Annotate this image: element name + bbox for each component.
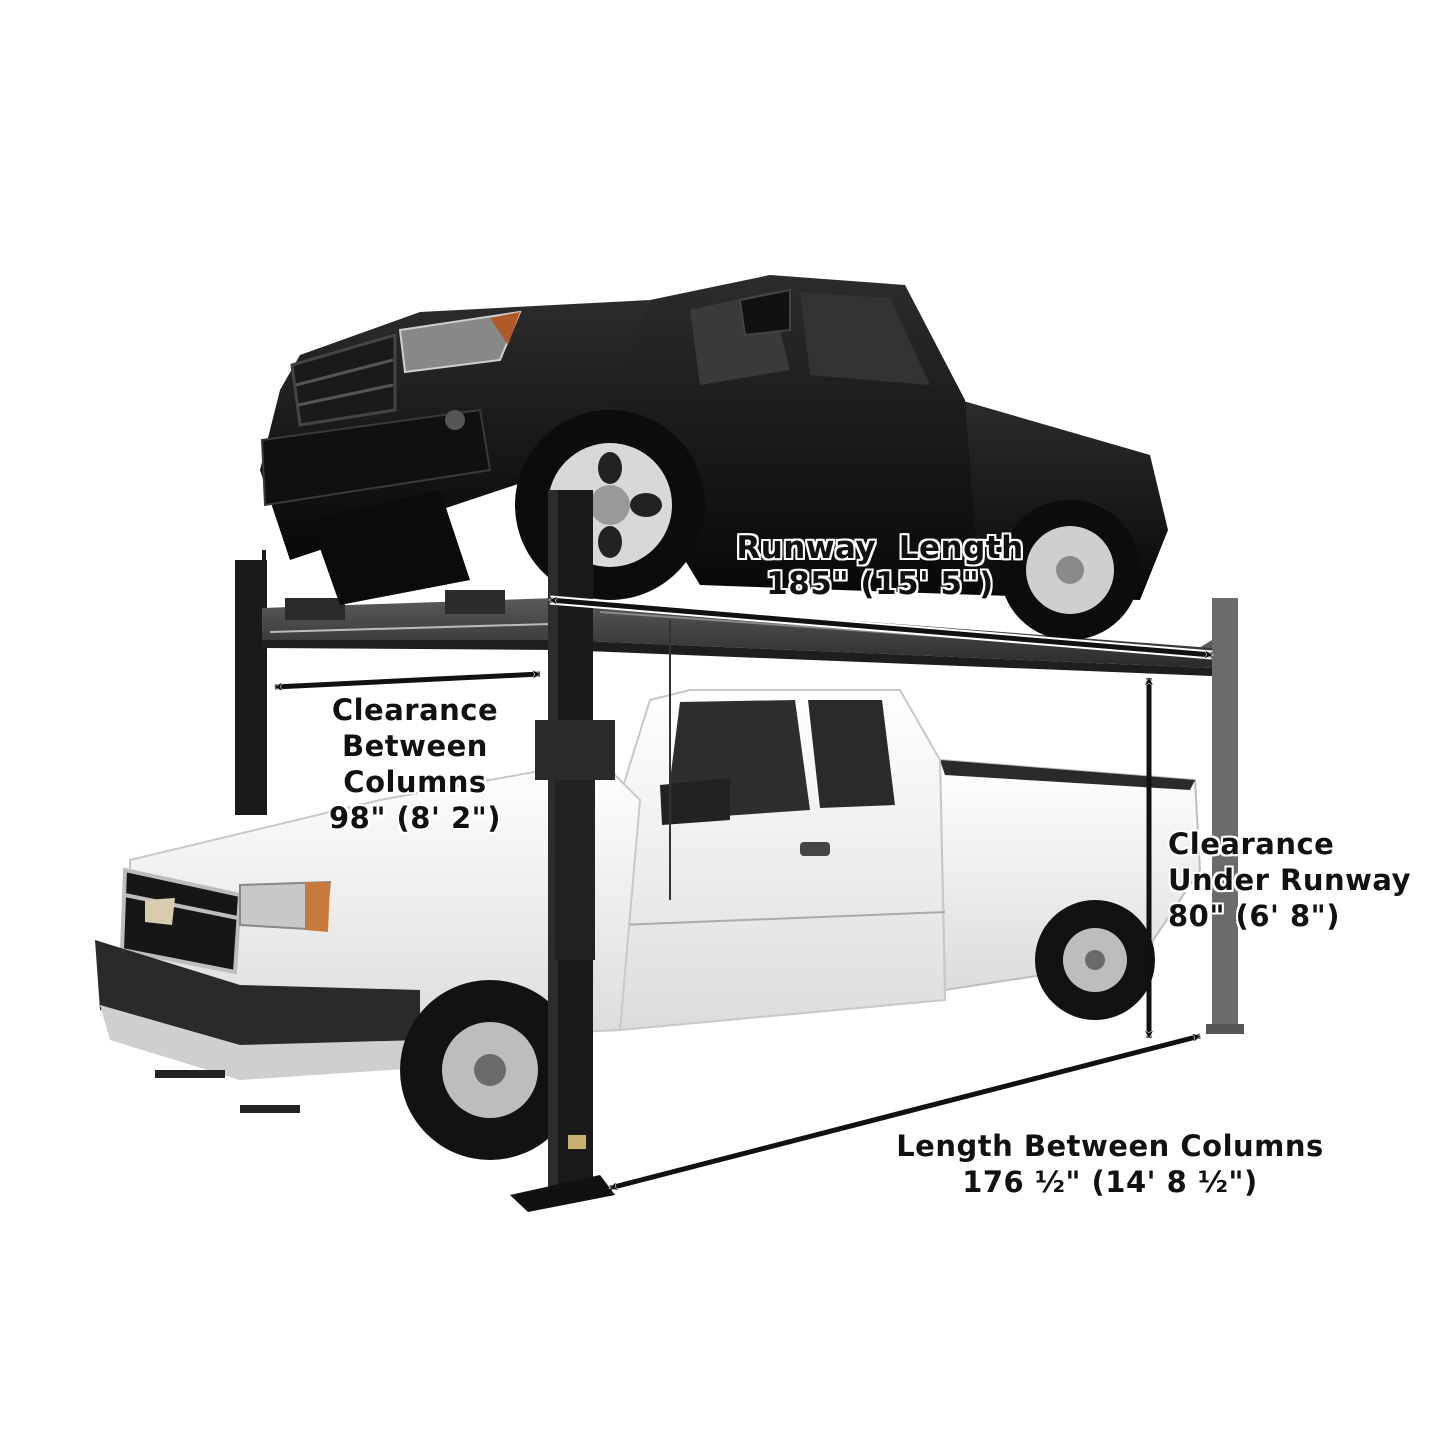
- clearance-under-runway-value: 80" (6' 8"): [1168, 899, 1341, 933]
- lower-truck: [95, 689, 1202, 1160]
- clearance-under-runway-label: Clearance Under Runway 80" (6' 8"): [1168, 826, 1438, 934]
- left-rear-column: [235, 550, 267, 815]
- clearance-between-columns-title-3: Columns: [343, 765, 487, 799]
- dimension-arrows: [275, 595, 1212, 1188]
- clearance-between-columns-value: 98" (8' 2"): [328, 801, 501, 835]
- length-between-columns-value: 176 ½" (14' 8 ½"): [962, 1165, 1258, 1199]
- runway-length-title: Runway Length: [736, 530, 1024, 566]
- length-between-columns-arrow: [610, 1036, 1200, 1188]
- length-between-columns-title: Length Between Columns: [896, 1129, 1324, 1163]
- clearance-between-columns-title-2: Between: [342, 729, 488, 763]
- length-between-columns-label: Length Between Columns 176 ½" (14' 8 ½"): [860, 1128, 1360, 1200]
- runway-length-value: 185" (15' 5"): [766, 566, 994, 602]
- caution-plate: [568, 1135, 586, 1149]
- clearance-under-runway-title-2: Under Runway: [1168, 863, 1412, 897]
- clearance-between-columns-label: Clearance Between Columns 98" (8' 2"): [290, 692, 540, 836]
- clearance-between-columns-title-1: Clearance: [331, 693, 499, 727]
- runway-length-label: Runway Length 185" (15' 5"): [690, 530, 1070, 602]
- clearance-between-columns-arrow: [275, 674, 540, 687]
- clearance-under-runway-title-1: Clearance: [1168, 827, 1335, 861]
- upper-truck: [260, 275, 1168, 640]
